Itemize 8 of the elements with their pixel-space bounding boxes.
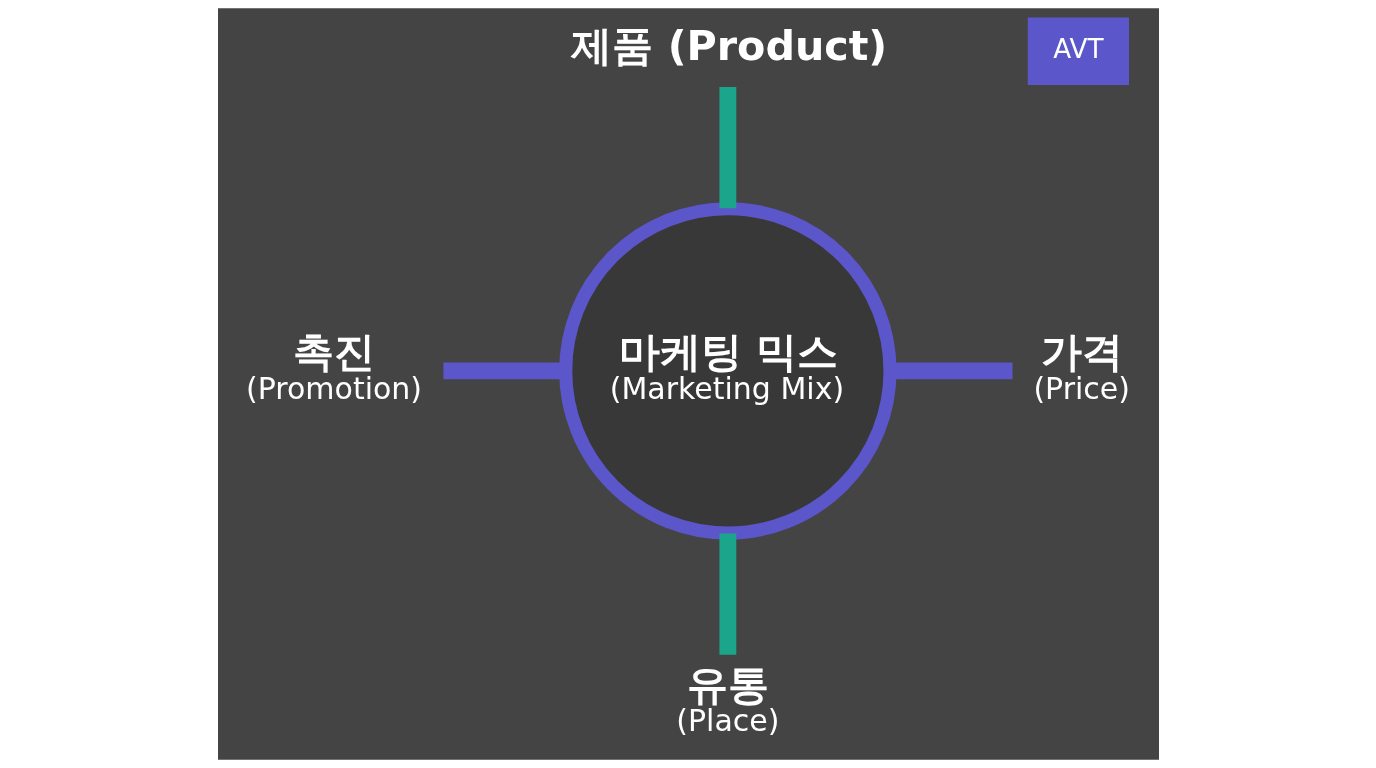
node-text: 가격 (Price) <box>1032 328 1130 406</box>
node-text: 유통 (Place) <box>675 661 779 739</box>
connector <box>718 86 736 209</box>
node-text: 촉진 (Promotion) <box>245 328 422 406</box>
connector <box>718 533 736 655</box>
label: AVT <box>1052 34 1104 65</box>
node-circle: 마케팅 믹스 (Marketing Mix) <box>558 202 897 540</box>
node-text: 제품 (Product) <box>570 21 887 70</box>
